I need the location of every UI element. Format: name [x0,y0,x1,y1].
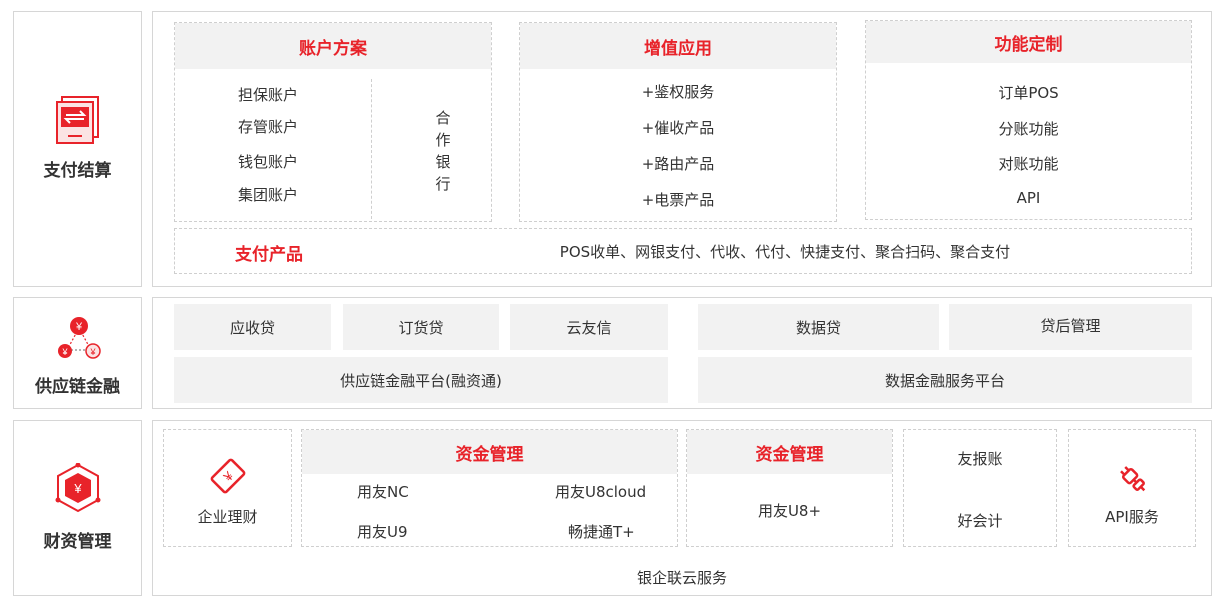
payment-products-text: POS收单、网银支付、代收、代付、快捷支付、聚合扫码、聚合支付 [559,243,1011,261]
supply-cell: 数据贷 [698,304,939,350]
supply-cell: 云友信 [510,304,668,350]
divider [371,79,372,219]
supply-chain-panel: 应收贷 订货贷 云友信 供应链金融平台(融资通) 数据贷 贷后管理 数据金融服务… [152,297,1212,409]
account-plan-title: 账户方案 [175,23,491,69]
supply-platform: 供应链金融平台(融资通) [174,357,668,403]
value-added-title: 增值应用 [520,23,836,69]
payment-transfer-icon [56,96,99,144]
account-plan-card: 账户方案 担保账户 存管账户 钱包账户 集团账户 合 作 银 行 [174,22,492,222]
svg-text:¥: ¥ [75,321,83,333]
list-item: 集团账户 [238,186,299,204]
list-item: 友报账 [957,450,1003,468]
category-label: 财资管理 [43,532,112,552]
list-item: 用友NC [357,483,409,501]
accounting-card: 友报账 好会计 [903,429,1057,547]
svg-text:¥: ¥ [61,347,68,357]
api-service-card: API服务 [1068,429,1196,547]
fund-management-card: 资金管理 用友NC 用友U8cloud 用友U9 畅捷通T+ [301,429,678,547]
yuan-network-icon: ¥ ¥ ¥ [58,317,101,359]
supply-cell: 贷后管理 [949,304,1192,350]
category-payment: 支付结算 [13,11,142,287]
bank-cloud-service: 银企联云服务 [636,569,727,587]
list-item: 存管账户 [238,118,299,136]
finance-panel: ¥ 企业理财 资金管理 用友NC 用友U8cloud 用友U9 畅捷通T+ 资金… [152,420,1212,596]
list-item: 用友U8+ [757,502,822,520]
svg-text:¥: ¥ [89,347,96,357]
list-item: 好会计 [957,512,1003,530]
custom-function-title: 功能定制 [866,21,1191,63]
list-item: +鉴权服务 [641,83,715,101]
list-item: API [1016,189,1041,207]
enterprise-wealth-card: ¥ 企业理财 [163,429,292,547]
category-finance: ¥ 财资管理 [13,420,142,596]
payment-products-title: 支付产品 [235,245,303,265]
supply-cell: 应收贷 [174,304,331,350]
supply-cell: 订货贷 [343,304,499,350]
api-service-label: API服务 [1105,508,1159,526]
list-item: +电票产品 [641,191,715,209]
fund-management-card: 资金管理 用友U8+ [686,429,893,547]
list-item: 对账功能 [998,155,1059,173]
partner-bank-label: 合 作 银 行 [435,109,451,193]
list-item: 用友U9 [357,523,408,541]
list-item: 订单POS [998,84,1059,102]
list-item: +催收产品 [641,119,715,137]
fund-management-title: 资金管理 [687,430,892,474]
list-item: +路由产品 [641,155,715,173]
list-item: 钱包账户 [238,153,299,171]
category-label: 供应链金融 [35,377,120,397]
category-supply-chain: ¥ ¥ ¥ 供应链金融 [13,297,142,409]
list-item: 分账功能 [998,120,1059,138]
custom-function-card: 功能定制 订单POS 分账功能 对账功能 API [865,20,1192,220]
list-item: 畅捷通T+ [568,523,635,541]
data-finance-platform: 数据金融服务平台 [698,357,1192,403]
yuan-hexagon-icon: ¥ [55,463,101,513]
category-label: 支付结算 [43,161,112,181]
payment-panel: 账户方案 担保账户 存管账户 钱包账户 集团账户 合 作 银 行 增值应用 +鉴… [152,11,1212,287]
svg-text:¥: ¥ [73,481,82,496]
enterprise-wealth-label: 企业理财 [197,508,258,526]
plug-icon [1120,466,1146,492]
yuan-ticket-icon: ¥ [210,458,246,494]
list-item: 担保账户 [238,86,299,104]
fund-management-title: 资金管理 [302,430,677,474]
list-item: 用友U8cloud [555,483,647,501]
value-added-card: 增值应用 +鉴权服务 +催收产品 +路由产品 +电票产品 [519,22,837,222]
payment-products-bar: 支付产品 POS收单、网银支付、代收、代付、快捷支付、聚合扫码、聚合支付 [174,228,1192,274]
